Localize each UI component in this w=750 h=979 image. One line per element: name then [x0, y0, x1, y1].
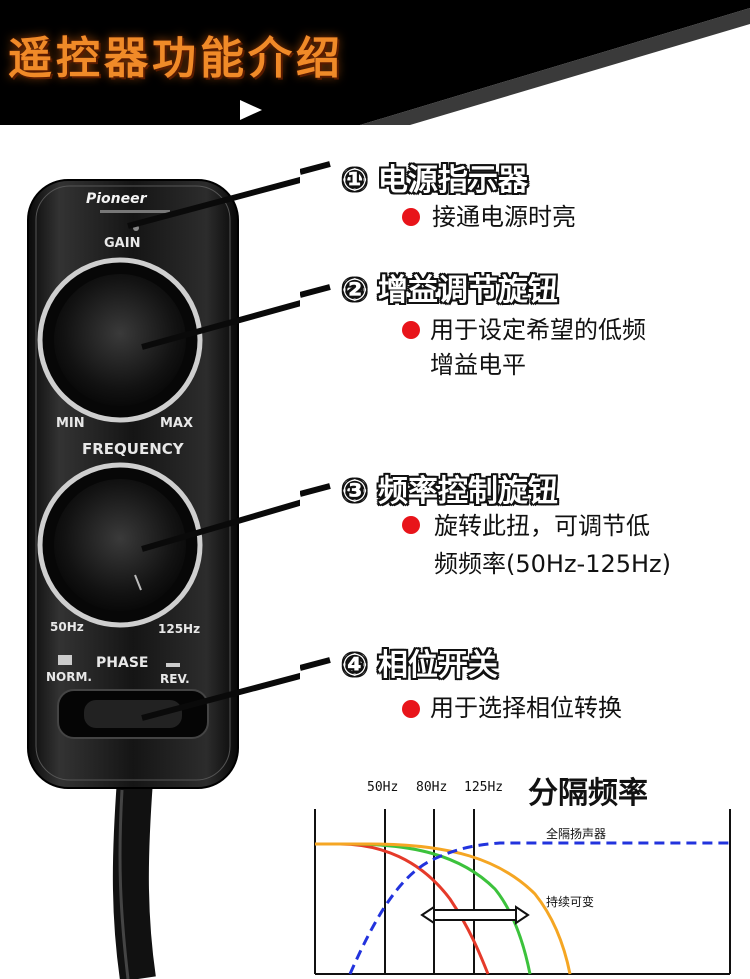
header-background — [0, 0, 750, 125]
feature-3-desc-line-2: 频频率(50Hz-125Hz) — [434, 550, 672, 578]
freq-label-50: 50Hz — [367, 780, 399, 795]
bullet-icon — [402, 516, 420, 534]
rev-label: REV. — [160, 672, 190, 686]
freq-label-125: 125Hz — [464, 780, 504, 795]
norm-label: NORM. — [46, 670, 92, 684]
bullet-icon — [402, 321, 420, 339]
pointer-line-3 — [141, 499, 300, 552]
gain-label: GAIN — [104, 236, 141, 251]
feature-3-title: ③ 频率控制旋钮 — [342, 474, 558, 509]
rev-icon — [166, 663, 180, 667]
bullet-icon — [402, 700, 420, 718]
frequency-label: FREQUENCY — [82, 440, 184, 458]
feature-1-desc-line-1: 接通电源时亮 — [432, 203, 576, 231]
bullet-icon — [402, 208, 420, 226]
freq-label-80: 80Hz — [416, 780, 448, 795]
feature-2-desc-line-2: 增益电平 — [430, 351, 526, 379]
feature-2-title: ② 增益调节旋钮 — [342, 273, 558, 308]
graph-title: 分隔频率 — [528, 776, 648, 811]
freq-high-label: 125Hz — [158, 622, 201, 636]
play-arrow-icon — [240, 100, 262, 120]
freq-low-label: 50Hz — [50, 620, 84, 634]
max-label: MAX — [160, 416, 194, 431]
crossover-graph — [314, 809, 731, 975]
curve-125hz — [315, 842, 572, 975]
feature-2-desc-line-1: 用于设定希望的低频 — [430, 316, 646, 344]
pointer-line-1 — [127, 176, 300, 229]
full-range-label: 全隔扬声器 — [546, 827, 607, 841]
pointer-line-4 — [141, 672, 300, 721]
header-banner: 遥控器功能介绍 — [0, 0, 750, 125]
brand-logo: Pioneer — [86, 191, 147, 207]
norm-icon — [58, 655, 72, 665]
cable — [112, 778, 156, 979]
feature-4-desc-line-1: 用于选择相位转换 — [430, 694, 622, 722]
feature-4-title: ④ 相位开关 — [342, 648, 498, 683]
full-range-curve — [348, 841, 730, 975]
curve-50hz — [315, 842, 490, 975]
remote-control-illustration — [27, 176, 300, 979]
pointer-line-ends — [300, 161, 331, 671]
min-label: MIN — [56, 416, 85, 431]
variable-label: 持续可变 — [546, 895, 595, 909]
pointer-line-2 — [141, 300, 300, 350]
feature-3-desc-line-1: 旋转此扭，可调节低 — [434, 512, 650, 540]
phase-label: PHASE — [96, 655, 149, 671]
page-title: 遥控器功能介绍 — [8, 33, 344, 84]
feature-1-title: ① 电源指示器 — [342, 163, 528, 198]
